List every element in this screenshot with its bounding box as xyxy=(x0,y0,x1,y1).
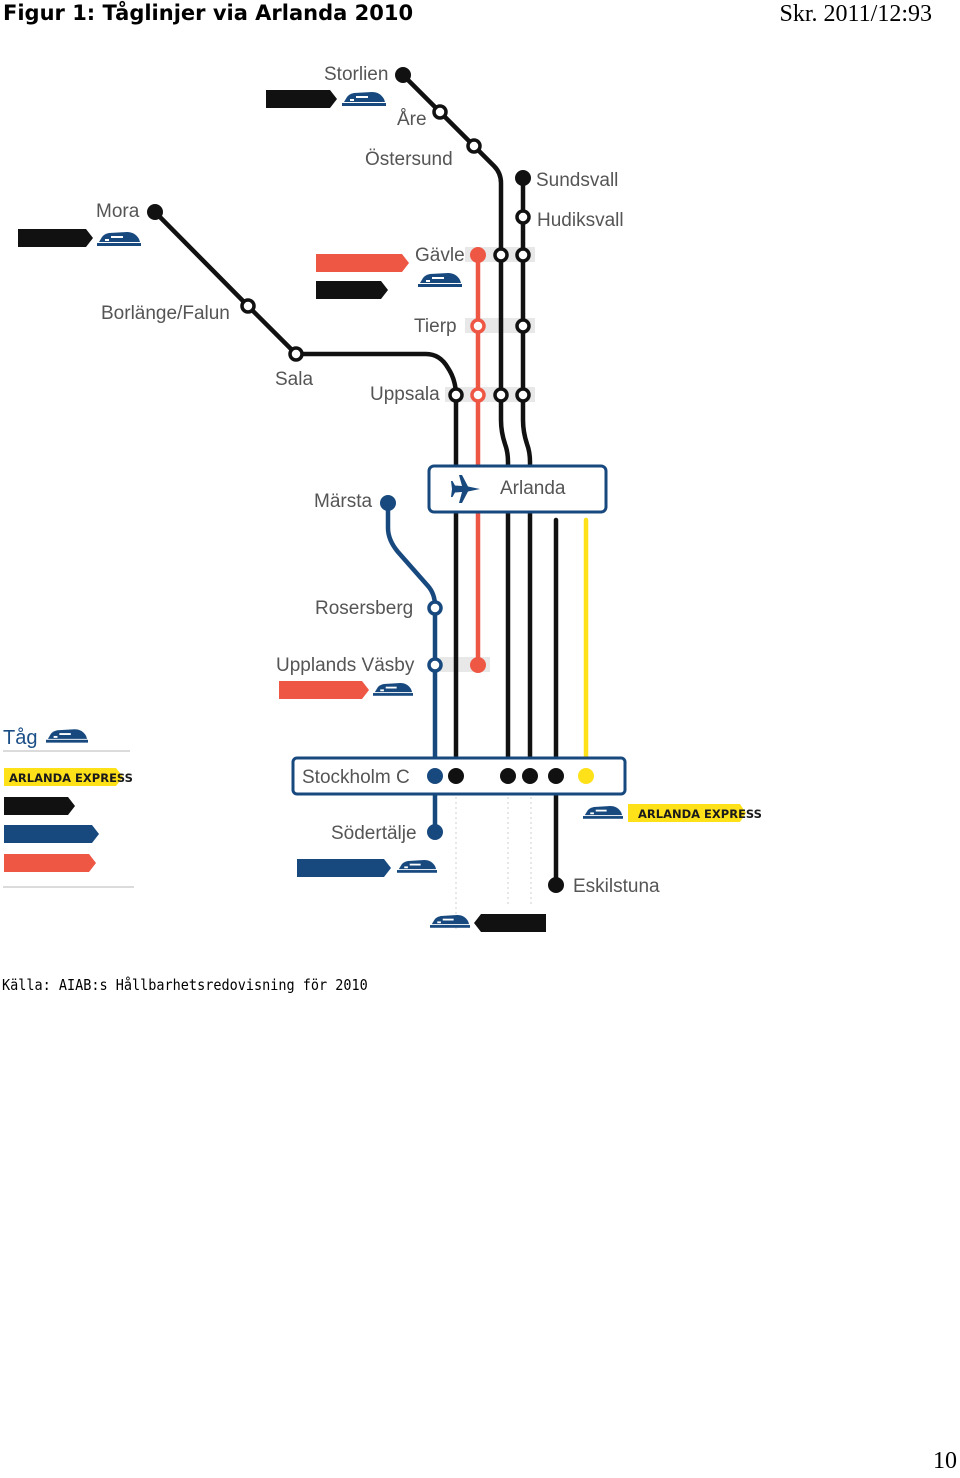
station-label-eskilstuna: Eskilstuna xyxy=(573,876,660,897)
station-stop-gavle-1 xyxy=(493,247,509,263)
arlanda-express-tag-label: ARLANDA EXPRESS xyxy=(638,807,762,821)
station-label-sala: Sala xyxy=(275,369,313,390)
station-dot-stockholm-2 xyxy=(500,768,516,784)
station-label-marsta: Märsta xyxy=(314,491,373,512)
station-stop-upplands-vasby xyxy=(427,657,443,673)
station-label-upplands-vasby: Upplands Väsby xyxy=(276,655,415,676)
station-dot-stockholm-1 xyxy=(448,768,464,784)
train-icon xyxy=(373,683,413,696)
station-stop-uppsala-1 xyxy=(448,387,464,403)
dotted-continuations xyxy=(455,792,532,930)
station-stop-are xyxy=(432,104,448,120)
station-dot-eskilstuna xyxy=(548,877,564,893)
station-stop-borlange xyxy=(240,298,256,314)
operator-tags: ARLANDA EXPRESS xyxy=(18,90,762,932)
station-stop-ostersund xyxy=(466,138,482,154)
station-stop-rosersberg xyxy=(427,600,443,616)
tag-mora xyxy=(18,229,141,247)
line-sundsvall-stockholm xyxy=(520,175,533,779)
tag-sodertalje xyxy=(297,859,437,877)
train-icon xyxy=(430,915,470,928)
station-label-are: Åre xyxy=(397,109,427,130)
station-label-storlien: Storlien xyxy=(324,64,388,85)
tag-eskilstuna xyxy=(430,914,546,932)
page-number: 10 xyxy=(933,1448,957,1474)
arlanda-station-box: Arlanda xyxy=(427,464,608,514)
train-icon xyxy=(418,273,462,287)
station-label-ostersund: Östersund xyxy=(365,149,453,170)
station-label-tierp: Tierp xyxy=(414,316,457,337)
station-label-sundsvall: Sundsvall xyxy=(536,170,618,191)
legend-blue xyxy=(4,825,99,843)
station-dot-stockholm-blue xyxy=(427,768,443,784)
station-stop-uppsala-red xyxy=(470,387,486,403)
tag-storlien xyxy=(266,90,386,108)
legend-title: Tåg xyxy=(3,727,37,749)
train-icon xyxy=(97,232,141,246)
station-label-arlanda: Arlanda xyxy=(500,478,566,499)
station-dot-upplands-vasby-red xyxy=(470,657,486,673)
legend: Tåg ARLANDA EXPRESS xyxy=(3,727,134,888)
station-stop-gavle-2 xyxy=(515,247,531,263)
station-stop-uppsala-2 xyxy=(493,387,509,403)
station-label-rosersberg: Rosersberg xyxy=(315,598,413,619)
station-dot-stockholm-4 xyxy=(548,768,564,784)
tag-gavle xyxy=(316,254,462,299)
legend-black xyxy=(4,797,75,815)
station-dot-mora xyxy=(147,204,163,220)
train-icon xyxy=(342,92,386,106)
station-label-gavle: Gävle xyxy=(415,245,465,266)
line-storlien-sundsvall xyxy=(400,72,511,779)
station-label-mora: Mora xyxy=(96,201,140,222)
tag-arlanda-express: ARLANDA EXPRESS xyxy=(583,804,762,822)
tag-upplands-vasby xyxy=(279,681,413,699)
station-dot-stockholm-yellow xyxy=(578,768,594,784)
figure-title: Figur 1: Tåglinjer via Arlanda 2010 xyxy=(3,1,414,25)
station-dot-sodertalje xyxy=(427,824,443,840)
station-label-uppsala: Uppsala xyxy=(370,384,440,405)
station-dot-gavle-red xyxy=(470,247,486,263)
station-stop-tierp xyxy=(515,318,531,334)
station-label-stockholm-c: Stockholm C xyxy=(302,767,410,788)
station-stop-uppsala-3 xyxy=(515,387,531,403)
train-icon xyxy=(397,860,437,873)
station-stop-tierp-red xyxy=(470,318,486,334)
station-dot-storlien xyxy=(395,67,411,83)
station-dot-marsta xyxy=(380,495,396,511)
station-label-sodertalje: Södertälje xyxy=(331,823,417,844)
station-markers xyxy=(147,67,594,893)
rail-network-diagram: Arlanda Stockholm C xyxy=(3,64,762,932)
station-dot-stockholm-3 xyxy=(522,768,538,784)
legend-arlanda-express-label: ARLANDA EXPRESS xyxy=(9,771,133,785)
station-stop-sala xyxy=(288,346,304,362)
legend-red xyxy=(4,854,96,872)
station-dot-sundsvall xyxy=(515,170,531,186)
train-icon xyxy=(583,806,623,819)
legend-arlanda-express xyxy=(4,768,123,786)
station-label-hudiksvall: Hudiksvall xyxy=(537,210,624,231)
station-labels: Storlien Åre Östersund Sundsvall Hudiksv… xyxy=(96,64,660,897)
station-stop-hudiksvall xyxy=(515,209,531,225)
figure-source: Källa: AIAB:s Hållbarhetsredovisning för… xyxy=(2,976,368,994)
station-label-borlange: Borlänge/Falun xyxy=(101,303,230,324)
document-reference: Skr. 2011/12:93 xyxy=(779,1,932,27)
train-icon xyxy=(46,729,88,743)
